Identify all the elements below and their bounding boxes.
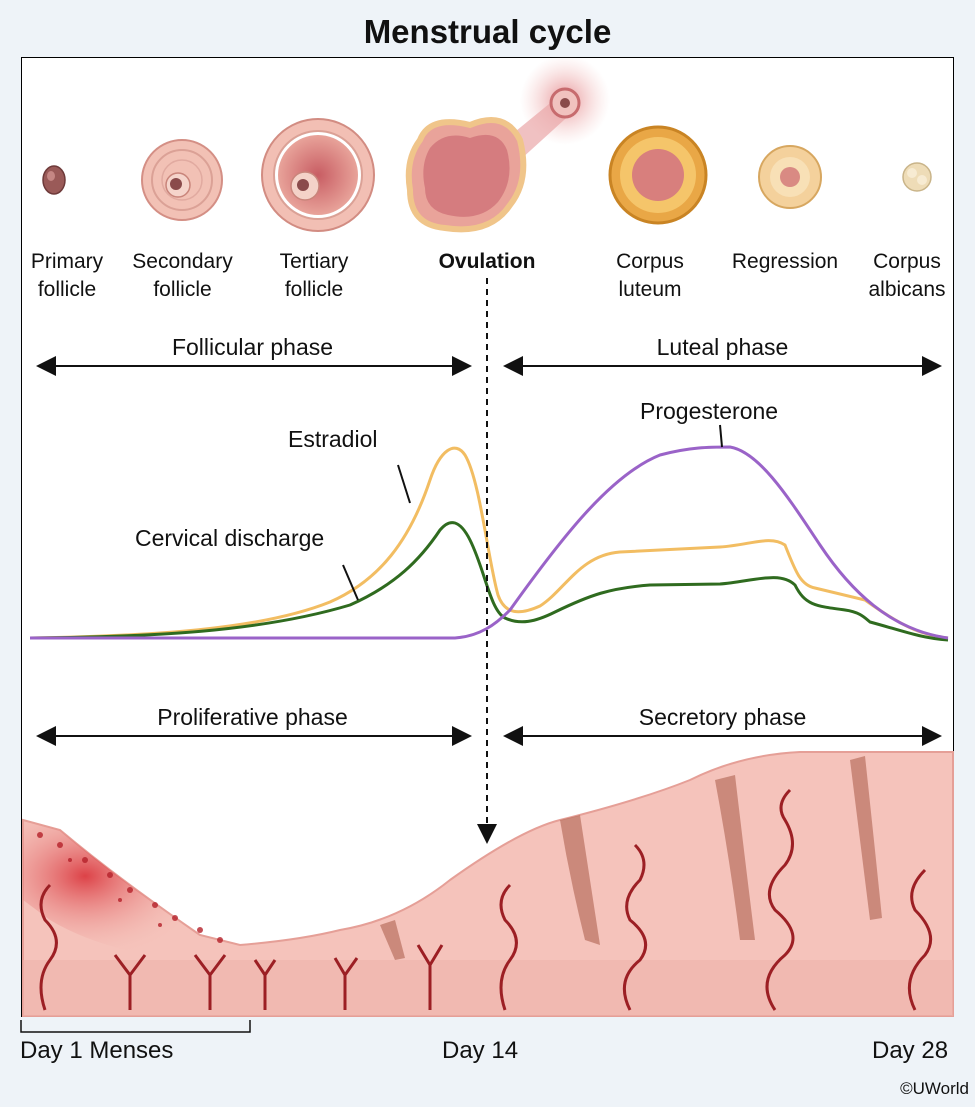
ovulation-follicle-icon <box>405 55 610 233</box>
primary-follicle-icon <box>42 165 66 195</box>
label-regression: Regression <box>731 250 839 273</box>
label-cervical-discharge: Cervical discharge <box>135 525 325 551</box>
label-day-1-menses: Day 1 Menses <box>20 1037 174 1064</box>
label-follicular-phase: Follicular phase <box>171 334 334 360</box>
corpus-luteum-icon <box>608 125 708 225</box>
progesterone-curve <box>30 445 949 640</box>
label-secretory-phase: Secretory phase <box>638 704 807 730</box>
label-corpus-albicans: Corpus albicans <box>868 250 946 301</box>
label-secondary-follicle: Secondary follicle <box>132 250 233 301</box>
corpus-albicans-icon <box>902 162 932 192</box>
label-progesterone: Progesterone <box>640 398 779 424</box>
label-day-28: Day 28 <box>872 1037 949 1064</box>
estradiol-curve <box>29 446 949 640</box>
regression-icon <box>758 145 822 209</box>
secondary-follicle-icon <box>141 139 223 221</box>
cervical-discharge-curve <box>29 521 949 642</box>
estradiol-leader <box>397 464 411 504</box>
label-tertiary-follicle: Tertiary follicle <box>279 250 349 301</box>
label-primary-follicle: Primary follicle <box>30 250 104 301</box>
label-proliferative-phase: Proliferative phase <box>157 704 348 730</box>
diagram-title: Menstrual cycle <box>363 13 612 50</box>
label-ovulation: Ovulation <box>438 250 536 273</box>
cervical-discharge-leader <box>342 564 359 601</box>
tertiary-follicle-icon <box>261 118 375 232</box>
endometrium-illustration <box>22 751 954 1017</box>
progesterone-leader <box>719 424 723 448</box>
menses-bracket <box>20 1020 251 1033</box>
label-estradiol: Estradiol <box>288 426 378 452</box>
label-day-14: Day 14 <box>442 1037 519 1064</box>
label-luteal-phase: Luteal phase <box>656 334 789 360</box>
copyright-notice: ©UWorld <box>900 1079 969 1098</box>
label-corpus-luteum: Corpus luteum <box>616 250 684 301</box>
